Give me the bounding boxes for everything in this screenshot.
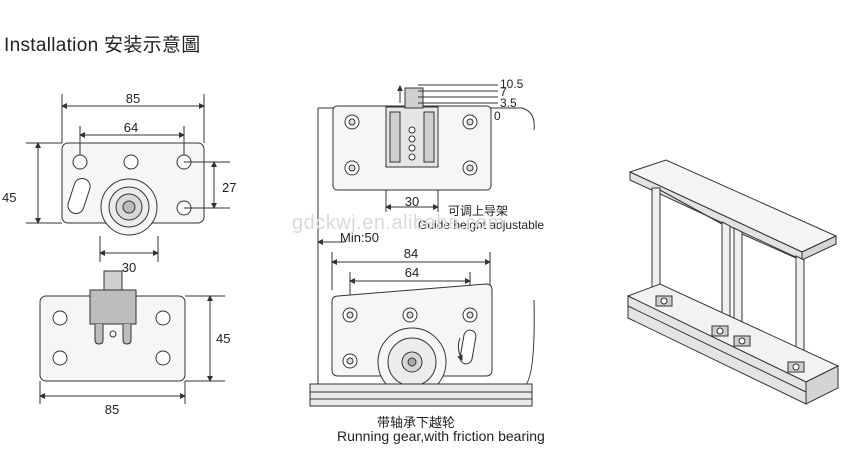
top-plate-hole	[72, 154, 88, 170]
bottom-plate-hole	[52, 350, 68, 366]
running-gear-width-label: 84	[404, 246, 418, 261]
guide-bracket	[89, 289, 137, 325]
running-gear-caption-en: Running gear,with friction bearing	[337, 428, 545, 444]
top-plate-hole-spacing-label: 64	[124, 120, 138, 135]
bottom-plate-hole	[155, 350, 171, 366]
floor-rail	[309, 383, 533, 407]
bottom-plate-height-label: 45	[216, 331, 230, 346]
bottom-plate-width-label: 85	[105, 402, 119, 417]
running-gear-slot	[459, 329, 477, 365]
top-plate-view	[26, 94, 230, 262]
running-gear-caption-cn: 带轴承下越轮	[377, 415, 456, 430]
top-plate-hole	[123, 154, 139, 170]
guide-adjustable-cn: 可调上导架	[448, 204, 508, 218]
page-title: Installation 安装示意圖	[4, 35, 201, 56]
top-guide-view	[317, 84, 535, 250]
top-rail	[628, 159, 838, 253]
running-gear-view	[309, 250, 535, 407]
assembly-3d-view	[626, 159, 840, 405]
height-level-10-5: 10.5	[500, 77, 524, 91]
height-level-0: 0	[494, 109, 501, 123]
top-plate-width-label: 85	[126, 91, 140, 106]
bottom-plate-hole	[52, 310, 68, 326]
min-distance-label: Min:50	[340, 230, 379, 245]
slot-width-label: 30	[405, 194, 419, 209]
top-plate-slot	[67, 177, 91, 215]
height-level-3-5: 3.5	[500, 96, 517, 110]
bottom-plate-hole	[155, 310, 171, 326]
bottom-plate-gap-label: 30	[122, 260, 136, 275]
bottom-plate-view	[39, 270, 225, 404]
guide-stem	[103, 270, 123, 292]
running-gear-hole-spacing-label: 64	[405, 265, 419, 280]
watermark: gdckwj.en.alibaba.com	[292, 212, 505, 234]
top-plate-height-label: 45	[2, 190, 16, 205]
guide-adjustable-en: Guide height adjustable	[418, 218, 544, 232]
top-plate-vertical-spacing-label: 27	[222, 180, 236, 195]
height-level-7: 7	[500, 85, 507, 99]
